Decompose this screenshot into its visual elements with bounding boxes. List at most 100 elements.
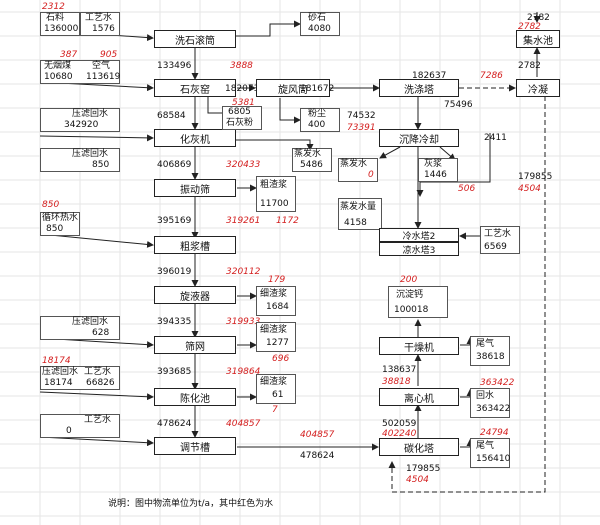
value-huishui: 363422 [476,404,511,414]
stream-yaji1-box [40,108,120,132]
value-gongyi6: 6569 [484,242,507,252]
unit-huahui: 化灰机 [154,129,236,147]
flow-319261: 319261 [226,216,261,226]
label-yaji1: 压滤回水 [72,109,109,119]
label-xizha2: 细渣浆 [260,325,288,335]
unit-lengque2: 冷水塔2 [379,228,459,242]
flow-320112: 320112 [226,267,261,277]
unit-xuanfeng: 旋风筒 [256,79,330,97]
unit-lengning: 冷凝 [516,79,560,97]
stream-xizha1-box [256,286,296,316]
unit-lixin: 离心机 [379,388,459,406]
unit-cujiang: 粗浆槽 [154,236,236,254]
stream-huishui-box [470,388,510,418]
water-yaji4: 18174 [42,356,71,366]
label-shihuifen: 石灰粉 [226,118,254,128]
label-xunhuan: 循环热水 [42,213,79,223]
label-gongyi4: 工艺水 [84,367,112,377]
flow-2782b: 2782 [518,22,541,32]
stream-shashi-box [300,12,340,36]
label-shashi: 砂石 [308,13,327,23]
label-zhengfa2: 蒸发水 [340,159,368,169]
flow-75496: 75496 [444,100,473,110]
stream-gongyi6-box [480,226,520,254]
value-gongyi4: 66826 [86,378,115,388]
unit-xuanye: 旋液器 [154,286,236,304]
unit-zhendong: 振动筛 [154,179,236,197]
flow-320433: 320433 [226,160,261,170]
value-yaji2: 850 [92,160,110,170]
label-weiqi1: 尾气 [476,339,495,349]
value-xunhuan: 850 [46,224,64,234]
flow-404857a: 404857 [226,419,261,429]
flow-506: 506 [458,184,476,194]
water-shihuifen: 5381 [232,98,255,108]
stream-xizha2-box [256,322,296,352]
flow-3888: 3888 [230,61,253,71]
flow-138637: 138637 [382,365,417,375]
flow-319864: 319864 [226,367,261,377]
value-yaji1: 342920 [64,120,99,130]
stream-yaji4-box [40,366,120,390]
label-yaji4: 压滤回水 [42,367,79,377]
flow-2782c: 2782 [518,61,541,71]
unit-jishui: 集水池 [516,30,560,48]
caption-note: 说明：图中物流单位为t/a，其中红色为水 [108,499,274,509]
flow-402240: 402240 [382,429,417,439]
value-zhengfa2: 0 [368,170,374,180]
flow-502059: 502059 [382,419,417,429]
flow-395169: 395169 [157,216,192,226]
value-wuyanmei: 10680 [44,72,73,82]
value-yaji3: 628 [92,328,110,338]
flow-1172: 1172 [276,216,299,226]
stream-zhengfaliang-box [338,198,382,230]
flow-2782a: 2782 [527,13,550,23]
label-xizha3: 细渣浆 [260,377,288,387]
flow-133496: 133496 [157,61,192,71]
stream-fenchen-box [300,108,340,132]
label-gongyi1: 工艺水 [85,13,113,23]
stream-yaji3-box [40,316,120,340]
stream-gongyi5-box [40,414,120,438]
value-chendiangai: 100018 [394,305,429,315]
flow-319933: 319933 [226,317,261,327]
flow-4504b: 4504 [406,475,429,485]
unit-tanhua: 碳化塔 [379,438,459,456]
flow-404857b: 404857 [300,430,335,440]
value-fenchen: 400 [308,120,326,130]
label-chendiangai: 沉淀钙 [396,290,424,300]
stream-weiqi2-box [470,438,510,468]
unit-chenhua: 陈化池 [154,388,236,406]
flow-38818: 38818 [382,377,411,387]
value-zhengfa1: 5486 [300,160,323,170]
stream-zhengfa1-box [292,148,332,172]
value-shiliao: 136000 [44,24,79,34]
flow-2411: 2411 [484,133,507,143]
flow-396019: 396019 [157,267,192,277]
label-yaji2: 压滤回水 [72,149,109,159]
flow-394335: 394335 [157,317,192,327]
water-xizha2: 696 [272,354,290,364]
stream-shiliao-box [40,12,80,36]
label-kongqi: 空气 [92,61,111,71]
label-gongyi5: 工艺水 [84,415,112,425]
label-zhengfa1: 蒸发水 [294,149,322,159]
flow-393685: 393685 [157,367,192,377]
unit-chenjiang: 沉降冷却 [379,129,459,147]
label-weiqi2: 尾气 [476,441,495,451]
stream-fuel-box [40,60,120,84]
unit-tiaojie: 调节槽 [154,437,236,455]
water-weiqi2: 24794 [480,428,509,438]
flow-182073: 182073 [225,84,260,94]
water-xizha1: 179 [268,275,286,285]
unit-ganzao: 干燥机 [379,337,459,355]
stream-chendiangai-box [388,286,448,318]
label-cuzha: 粗渣浆 [260,180,288,190]
label-shiliao: 石料 [46,13,65,23]
flow-73391: 73391 [347,123,376,133]
value-zhengfaliang: 4158 [344,218,367,228]
label-xizha1: 细渣浆 [260,289,288,299]
flow-7286: 7286 [480,71,503,81]
water-chendiangai: 200 [400,275,418,285]
